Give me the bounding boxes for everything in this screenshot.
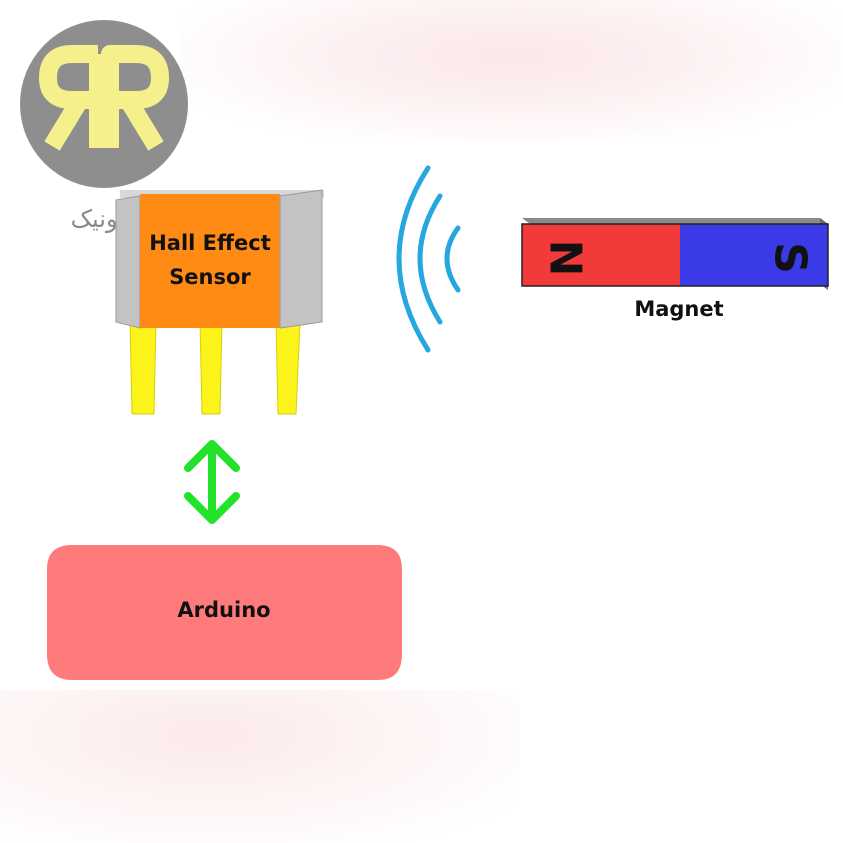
connection-double-arrow bbox=[184, 440, 240, 524]
sensor-pin-right bbox=[275, 321, 301, 415]
sensor-label-line1: Hall Effect bbox=[149, 231, 271, 255]
magnet-north-pole bbox=[522, 224, 680, 286]
magnet-top-edge bbox=[522, 218, 828, 224]
sensor-label-line2: Sensor bbox=[169, 265, 251, 289]
field-wave-inner bbox=[444, 225, 461, 293]
bar-magnet: N S bbox=[521, 218, 829, 290]
sensor-side-left bbox=[115, 195, 141, 329]
magnetic-field-waves bbox=[396, 165, 461, 353]
arrow-head-up bbox=[184, 440, 240, 472]
sensor-label: Hall Effect Sensor bbox=[140, 226, 280, 294]
top-background-glow bbox=[180, 0, 843, 142]
sensor-side-right bbox=[279, 189, 323, 329]
arduino-board bbox=[47, 545, 402, 680]
brand-logo bbox=[20, 20, 188, 188]
arrow-head-down bbox=[184, 492, 240, 524]
magnet-label: Magnet bbox=[634, 297, 724, 321]
magnet-north-letter: N bbox=[540, 240, 591, 277]
field-wave-outer bbox=[396, 165, 431, 353]
bottom-background-glow bbox=[0, 690, 520, 843]
logo-mark bbox=[39, 45, 169, 151]
sensor-pin-middle bbox=[199, 321, 223, 415]
sensor-pins bbox=[129, 321, 301, 415]
field-wave-middle bbox=[417, 193, 443, 325]
sensor-pin-left bbox=[129, 321, 157, 415]
hall-effect-sensor bbox=[115, 189, 324, 329]
arduino-label: Arduino bbox=[177, 598, 271, 622]
magnet-south-pole bbox=[680, 224, 828, 286]
magnet-south-letter: S bbox=[765, 242, 816, 274]
magnet-outline bbox=[521, 223, 829, 287]
sensor-face bbox=[140, 194, 280, 328]
